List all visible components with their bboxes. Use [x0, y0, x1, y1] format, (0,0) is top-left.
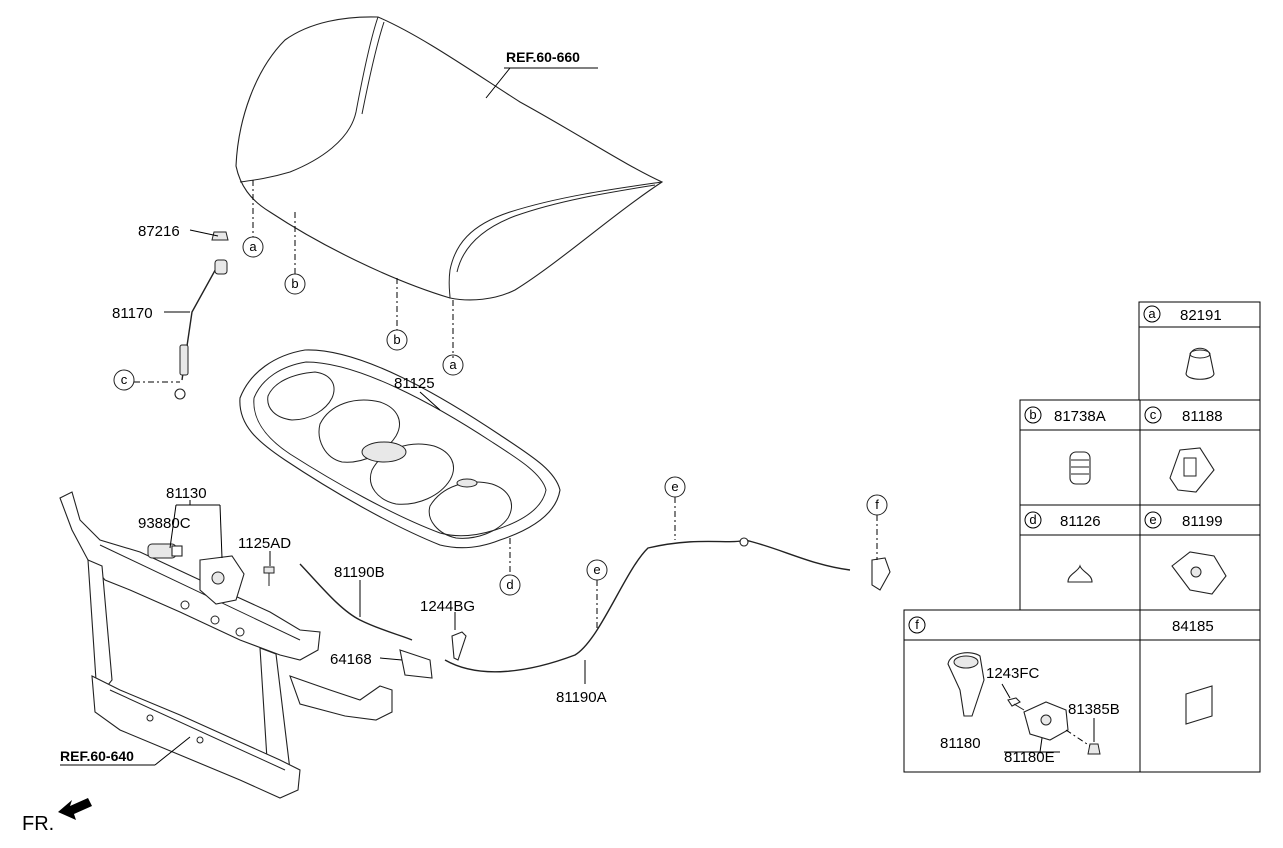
part-labels: REF.60-660 87216 81170 81125 81130 93880… — [22, 49, 607, 835]
label-81125: 81125 — [394, 375, 435, 392]
table-a-letter: a — [1148, 306, 1156, 321]
label-64168: 64168 — [330, 651, 372, 668]
table-d-part: 81126 — [1060, 513, 1101, 530]
callout-f: f — [875, 497, 879, 512]
table-b-part: 81738A — [1054, 408, 1106, 425]
hood-stay-rod — [174, 259, 228, 400]
table-f-letter: f — [915, 617, 919, 632]
callout-c: c — [121, 372, 128, 387]
hood-latch-switch — [147, 543, 183, 559]
table-e-letter: e — [1149, 512, 1156, 527]
table-sketch-81180E — [1004, 701, 1069, 753]
table-sketch-81385B — [1065, 718, 1101, 755]
front-marker-label: FR. — [22, 813, 54, 835]
table-sketch-81199 — [1171, 551, 1227, 595]
table-sketch-82191 — [1185, 347, 1215, 380]
callout-e-low: e — [593, 562, 600, 577]
label-81190B: 81190B — [334, 564, 385, 581]
ref-hood-label: REF.60-660 — [506, 49, 580, 65]
label-87216: 87216 — [138, 223, 180, 240]
release-handle-small — [871, 557, 891, 591]
release-cable-81190A — [444, 537, 851, 673]
callout-letters: a b b a c d e e f — [121, 239, 879, 592]
hood-latch-assembly — [199, 555, 245, 605]
label-81170: 81170 — [112, 305, 153, 322]
table-f-81180E: 81180E — [1004, 749, 1055, 766]
callout-a-top: a — [249, 239, 257, 254]
table-f-81180: 81180 — [940, 735, 981, 752]
table-sketch-81188 — [1169, 447, 1215, 493]
table-c-letter: c — [1150, 407, 1157, 422]
table-a-part: 82191 — [1180, 307, 1222, 324]
table-f-81385B: 81385B — [1068, 701, 1120, 718]
table-sketch-81126 — [1067, 564, 1093, 583]
radiator-support-frame — [59, 491, 393, 799]
table-sketch-1243FC — [1001, 683, 1025, 711]
callout-b-mid: b — [393, 332, 400, 347]
latch-bolt — [263, 566, 275, 586]
table-sketch-81738A — [1069, 451, 1091, 485]
leader-lines — [60, 67, 878, 766]
callout-d: d — [506, 577, 513, 592]
label-81130: 81130 — [166, 485, 207, 502]
callout-a-mid: a — [449, 357, 457, 372]
parts-table-grid — [903, 301, 1261, 773]
label-93880C: 93880C — [138, 515, 191, 532]
label-1244BG: 1244BG — [420, 598, 475, 615]
ref-frame-label: REF.60-640 — [60, 748, 134, 764]
release-cable-81190B — [299, 563, 413, 641]
table-f-1243FC: 1243FC — [986, 665, 1040, 682]
bracket-bolt-1244BG — [451, 631, 467, 661]
table-b-letter: b — [1029, 407, 1036, 422]
cable-bracket-64168 — [399, 649, 433, 679]
hood-insulator — [239, 349, 561, 549]
callout-b-left: b — [291, 276, 298, 291]
table-sketch-81180 — [947, 652, 985, 717]
hood-grommet-87216 — [211, 231, 229, 241]
table-sketch-84185 — [1185, 685, 1213, 725]
table-c-part: 81188 — [1182, 408, 1223, 425]
callout-circles — [113, 236, 888, 596]
parts-table-text: a 82191 b 81738A c 81188 d 81126 e 81199… — [915, 306, 1222, 766]
front-direction-arrow-icon — [58, 798, 92, 820]
table-d-letter: d — [1029, 512, 1036, 527]
table-e-part: 81199 — [1182, 513, 1223, 530]
table-f-right-part: 84185 — [1172, 618, 1214, 635]
callout-e-top: e — [671, 479, 678, 494]
label-81190A: 81190A — [556, 689, 607, 706]
hood-panel — [235, 16, 664, 301]
label-1125AD: 1125AD — [238, 535, 291, 552]
